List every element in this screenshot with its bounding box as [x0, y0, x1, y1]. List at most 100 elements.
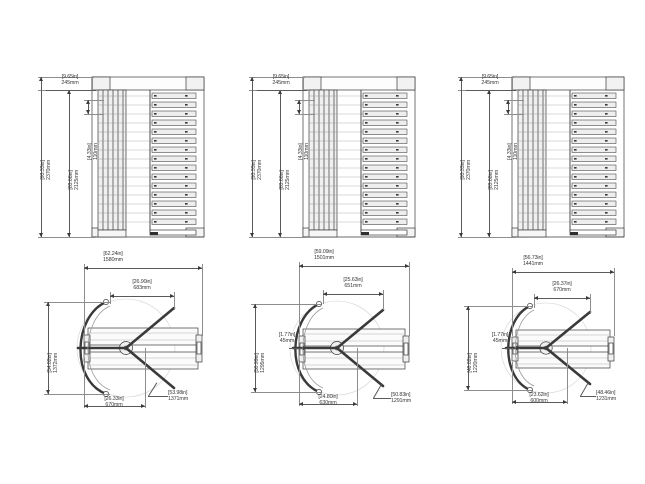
- arrowhead: [459, 77, 463, 81]
- dim-rotor-sweep: [53.98in] 1371mm: [168, 390, 189, 403]
- arrowhead: [487, 90, 491, 94]
- ext-line: [512, 268, 513, 336]
- dim-barrel-height: [83.66in] 2125mm: [488, 169, 501, 190]
- ext-line: [504, 100, 524, 101]
- ext-line: [174, 292, 175, 310]
- dim-barrel-height: [83.66in] 2125mm: [279, 169, 292, 190]
- ext-line: [295, 114, 315, 115]
- arrowhead: [466, 306, 470, 310]
- dim-overall-height: [93.33in] 2370mm: [460, 159, 473, 180]
- ext-line: [84, 114, 104, 115]
- ext-line: [110, 292, 111, 304]
- arrowhead: [198, 266, 202, 270]
- arrowhead: [506, 100, 510, 104]
- dim-line-passage-width: [534, 298, 590, 299]
- ext-line: [464, 390, 532, 391]
- arrowhead: [534, 296, 538, 300]
- dim-line-overall-width: [512, 272, 614, 273]
- leader-line: [148, 396, 168, 397]
- arrowhead: [84, 404, 88, 408]
- arrowhead: [299, 264, 303, 268]
- arrowhead: [86, 100, 90, 104]
- ext-line: [303, 77, 304, 90]
- leader-line: [373, 398, 391, 399]
- ext-line: [84, 100, 104, 101]
- arrowhead: [39, 77, 43, 81]
- dim-line-barrel-height: [489, 90, 490, 237]
- ext-line: [383, 290, 384, 310]
- dim-line-rung-pitch: [299, 100, 300, 114]
- arrowhead: [250, 77, 254, 81]
- dim-line-overall-depth: [468, 306, 469, 390]
- dim-canopy-height: [9.65in] 245mm: [481, 74, 499, 87]
- arrowhead: [253, 388, 257, 392]
- dim-line-overall-height: [41, 77, 42, 237]
- ext-line: [512, 77, 513, 90]
- dim-overall-depth: [48.02in] 1220mm: [467, 352, 480, 373]
- ext-line: [590, 294, 591, 314]
- ext-line: [299, 360, 300, 406]
- dim-overall-height: [93.33in] 2370mm: [40, 159, 53, 180]
- arrowhead: [110, 294, 114, 298]
- dim-line-passage-width: [323, 294, 383, 295]
- ext-line: [458, 237, 516, 238]
- arrowhead: [303, 346, 307, 350]
- dim-cage-width: [23.62in] 600mm: [529, 392, 549, 405]
- arrowhead: [586, 296, 590, 300]
- arrowhead: [46, 390, 50, 394]
- arrowhead: [278, 233, 282, 237]
- dim-line-overall-height: [461, 77, 462, 237]
- arrowhead: [512, 400, 516, 404]
- arrowhead: [563, 400, 567, 404]
- dim-line-rail-offset: [289, 348, 307, 349]
- dim-canopy-height: [9.65in] 245mm: [61, 74, 79, 87]
- arrowhead: [299, 402, 303, 406]
- dim-overall-depth: [50.99in] 1295mm: [254, 352, 267, 373]
- dim-overall-width: [62.24in] 1580mm: [102, 251, 124, 264]
- ext-line: [504, 114, 524, 115]
- arrowhead: [170, 294, 174, 298]
- arrowhead: [253, 304, 257, 308]
- dim-cage-width: [24.80in] 630mm: [318, 394, 338, 407]
- arrowhead: [459, 233, 463, 237]
- dim-line-rail-offset: [502, 348, 520, 349]
- arrowhead: [39, 233, 43, 237]
- arrowhead: [141, 404, 145, 408]
- arrowhead: [323, 292, 327, 296]
- arrowhead: [506, 110, 510, 114]
- dim-line-rung-pitch: [508, 100, 509, 114]
- arrowhead: [86, 110, 90, 114]
- dim-rotor-sweep: [50.83in] 1291mm: [391, 392, 412, 405]
- arrowhead: [379, 292, 383, 296]
- ext-line: [84, 358, 85, 408]
- dim-passage-width: [25.63in] 651mm: [343, 277, 363, 290]
- ext-line: [202, 264, 203, 336]
- ext-line: [44, 302, 110, 303]
- arrowhead: [512, 270, 516, 274]
- ext-line: [84, 264, 85, 336]
- dim-rung-pitch: [4.33in] 110mm: [298, 143, 311, 160]
- arrowhead: [466, 386, 470, 390]
- ext-line: [567, 348, 568, 404]
- dim-passage-width: [26.90in] 683mm: [132, 279, 152, 292]
- dim-overall-depth: [54.02in] 1372mm: [47, 352, 60, 373]
- ext-line: [299, 262, 300, 336]
- dim-rail-offset: [1.77in] 45mm: [278, 332, 296, 345]
- dim-line-barrel-height: [280, 90, 281, 237]
- ext-line: [464, 306, 532, 307]
- dim-line-cage-width: [299, 404, 357, 405]
- ext-line: [251, 304, 321, 305]
- ext-line: [614, 268, 615, 336]
- arrowhead: [67, 90, 71, 94]
- arrowhead: [487, 233, 491, 237]
- ext-line: [357, 348, 358, 406]
- dim-rung-pitch: [4.33in] 110mm: [87, 143, 100, 160]
- dim-passage-width: [26.37in] 670mm: [552, 281, 572, 294]
- ext-line: [249, 77, 305, 78]
- ext-line: [38, 77, 94, 78]
- arrowhead: [278, 90, 282, 94]
- arrowhead: [516, 346, 520, 350]
- dim-line-overall-height: [252, 77, 253, 237]
- dim-line-barrel-height: [69, 90, 70, 237]
- dim-canopy-height: [9.65in] 245mm: [272, 74, 290, 87]
